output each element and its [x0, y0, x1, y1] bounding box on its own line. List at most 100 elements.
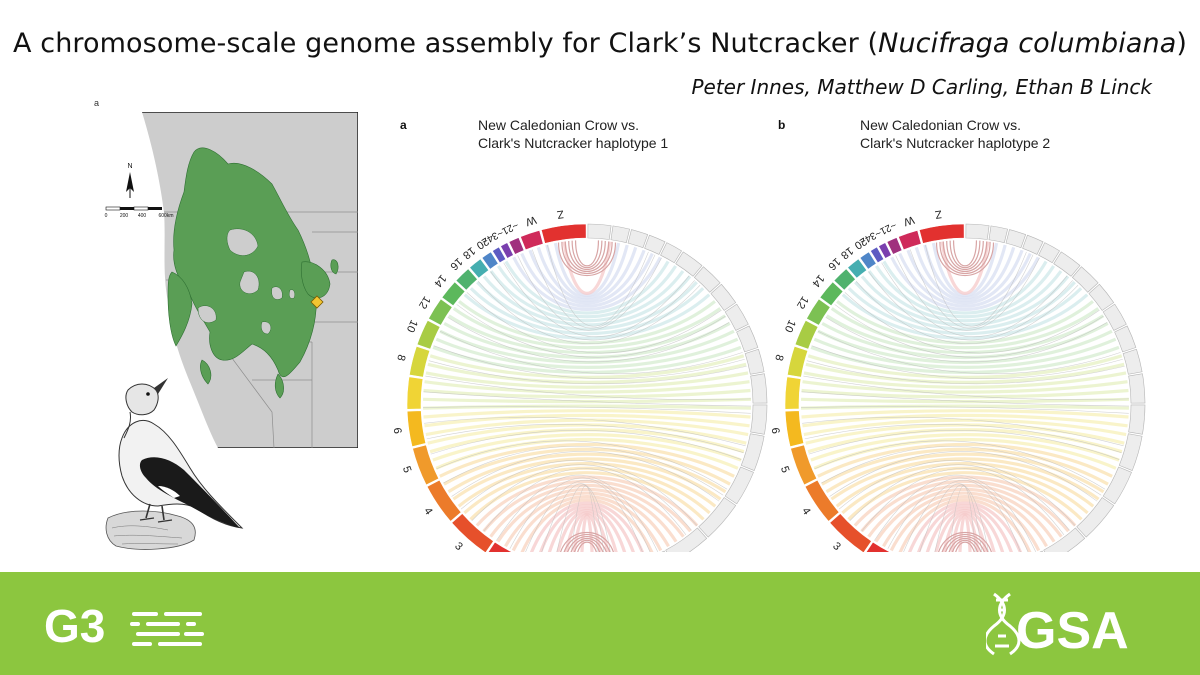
top-loop: [935, 242, 995, 276]
synteny-line: [556, 484, 605, 552]
reference-chromosome-segment: [886, 237, 903, 255]
reference-chromosome-segment: [451, 513, 494, 552]
synteny-ribbon: [803, 418, 1127, 437]
query-chromosome-segment: [1071, 266, 1099, 293]
chromosome-label: 12: [794, 294, 811, 311]
query-chromosome-segment: [1039, 550, 1044, 552]
synteny-ribbon: [825, 452, 1105, 494]
synteny-line: [801, 391, 1129, 407]
query-chromosome-segment: [744, 348, 765, 375]
synteny-ribbon: [547, 506, 627, 552]
reference-chromosome-segment: [428, 298, 453, 326]
chromosome-label: 14: [809, 272, 826, 289]
synteny-line: [466, 292, 722, 354]
synteny-line: [804, 424, 1122, 453]
reference-chromosome-segment: [806, 298, 831, 326]
query-chromosome-segment: [1102, 303, 1127, 331]
chromosome-label: 6: [392, 427, 403, 435]
bottom-loop: [945, 535, 985, 552]
gsa-logo[interactable]: GSA: [986, 590, 1156, 656]
synteny-ribbon: [423, 409, 751, 419]
query-chromosome-segment: [988, 225, 1008, 244]
synteny-line: [424, 416, 746, 447]
query-chromosome-segment: [965, 223, 990, 240]
synteny-ribbon: [801, 388, 1129, 399]
top-loop: [952, 240, 978, 267]
synteny-ribbon: [934, 509, 996, 552]
synteny-ribbon: [841, 466, 1089, 515]
synteny-ribbon: [475, 475, 699, 527]
synteny-line: [496, 474, 659, 552]
synteny-line: [814, 440, 1106, 490]
synteny-line: [874, 474, 1037, 552]
reference-chromosome-segment: [540, 223, 587, 244]
synteny-ribbon: [908, 501, 1022, 552]
synteny-ribbon: [572, 512, 602, 552]
synteny-line: [821, 446, 1102, 496]
synteny-ribbon: [923, 244, 1007, 300]
synteny-ribbon: [821, 447, 1109, 486]
top-loop: [561, 241, 613, 275]
synteny-line: [934, 484, 983, 552]
synteny-line: [483, 468, 687, 535]
circos-plot: 1234568101214161820~21~34~WZ: [770, 208, 1146, 552]
synteny-ribbon: [805, 362, 1125, 384]
synteny-line: [517, 255, 662, 331]
query-chromosome-segment: [1022, 234, 1044, 255]
chromosome-label: 16: [826, 255, 843, 272]
synteny-ribbon: [940, 241, 990, 295]
synteny-ribbon: [860, 479, 1070, 533]
synteny-line: [887, 477, 1029, 552]
synteny-ribbon: [452, 457, 722, 501]
synteny-ribbon: [817, 329, 1113, 365]
query-chromosome-segment: [1128, 404, 1146, 435]
gsa-logo-text: GSA: [1016, 602, 1129, 656]
reference-chromosome-segment: [819, 281, 844, 307]
synteny-ribbon: [917, 504, 1013, 552]
synteny-ribbon: [545, 244, 629, 300]
query-chromosome-segment: [665, 527, 708, 552]
synteny-ribbon: [847, 287, 1083, 336]
chromosome-label: 5: [400, 465, 413, 475]
synteny-ribbon: [801, 409, 1129, 419]
synteny-line: [425, 375, 751, 400]
query-chromosome-segment: [750, 373, 768, 404]
synteny-ribbon: [562, 241, 612, 295]
top-loop: [557, 242, 617, 276]
circos-title-line1: New Caledonian Crow vs.: [478, 117, 639, 133]
reference-chromosome-segment: [859, 251, 877, 270]
chromosome-label: 5: [778, 465, 791, 475]
synteny-line: [811, 345, 1123, 379]
g3-logo[interactable]: G3: [44, 598, 214, 650]
circos-panel-b: b New Caledonian Crow vs. Clark's Nutcra…: [770, 117, 1146, 552]
synteny-line: [423, 391, 751, 407]
synteny-ribbon: [580, 514, 594, 552]
circos-plot: 1234568101214161820~21~34~WZ: [392, 208, 768, 552]
synteny-line: [439, 330, 743, 375]
query-chromosome-segment: [661, 550, 666, 552]
synteny-ribbon: [458, 300, 716, 345]
synteny-ribbon: [496, 265, 678, 319]
synteny-ribbon: [432, 345, 742, 374]
query-chromosome-segment: [724, 303, 749, 331]
top-loop: [564, 241, 610, 273]
synteny-ribbon: [489, 484, 685, 538]
query-chromosome-segment: [587, 223, 612, 240]
synteny-ribbon: [556, 509, 618, 552]
north-arrow-icon: [126, 172, 134, 198]
reference-chromosome-segment: [492, 246, 507, 264]
reference-chromosome-segment: [878, 242, 892, 259]
chromosome-label: 10: [404, 318, 420, 334]
footer-bar: [0, 572, 1200, 675]
query-chromosome-segment: [1076, 497, 1115, 538]
synteny-line: [825, 317, 1108, 363]
circos-title-line2: Clark's Nutcracker haplotype 2: [860, 135, 1050, 151]
synteny-ribbon: [482, 479, 692, 533]
synteny-ribbon: [898, 252, 1032, 308]
chromosome-label: 3: [830, 540, 843, 552]
synteny-line: [430, 430, 742, 460]
chromosome-label: Z: [934, 208, 943, 221]
synteny-ribbon: [890, 256, 1040, 312]
synteny-ribbon: [463, 466, 711, 515]
synteny-line: [436, 440, 728, 490]
